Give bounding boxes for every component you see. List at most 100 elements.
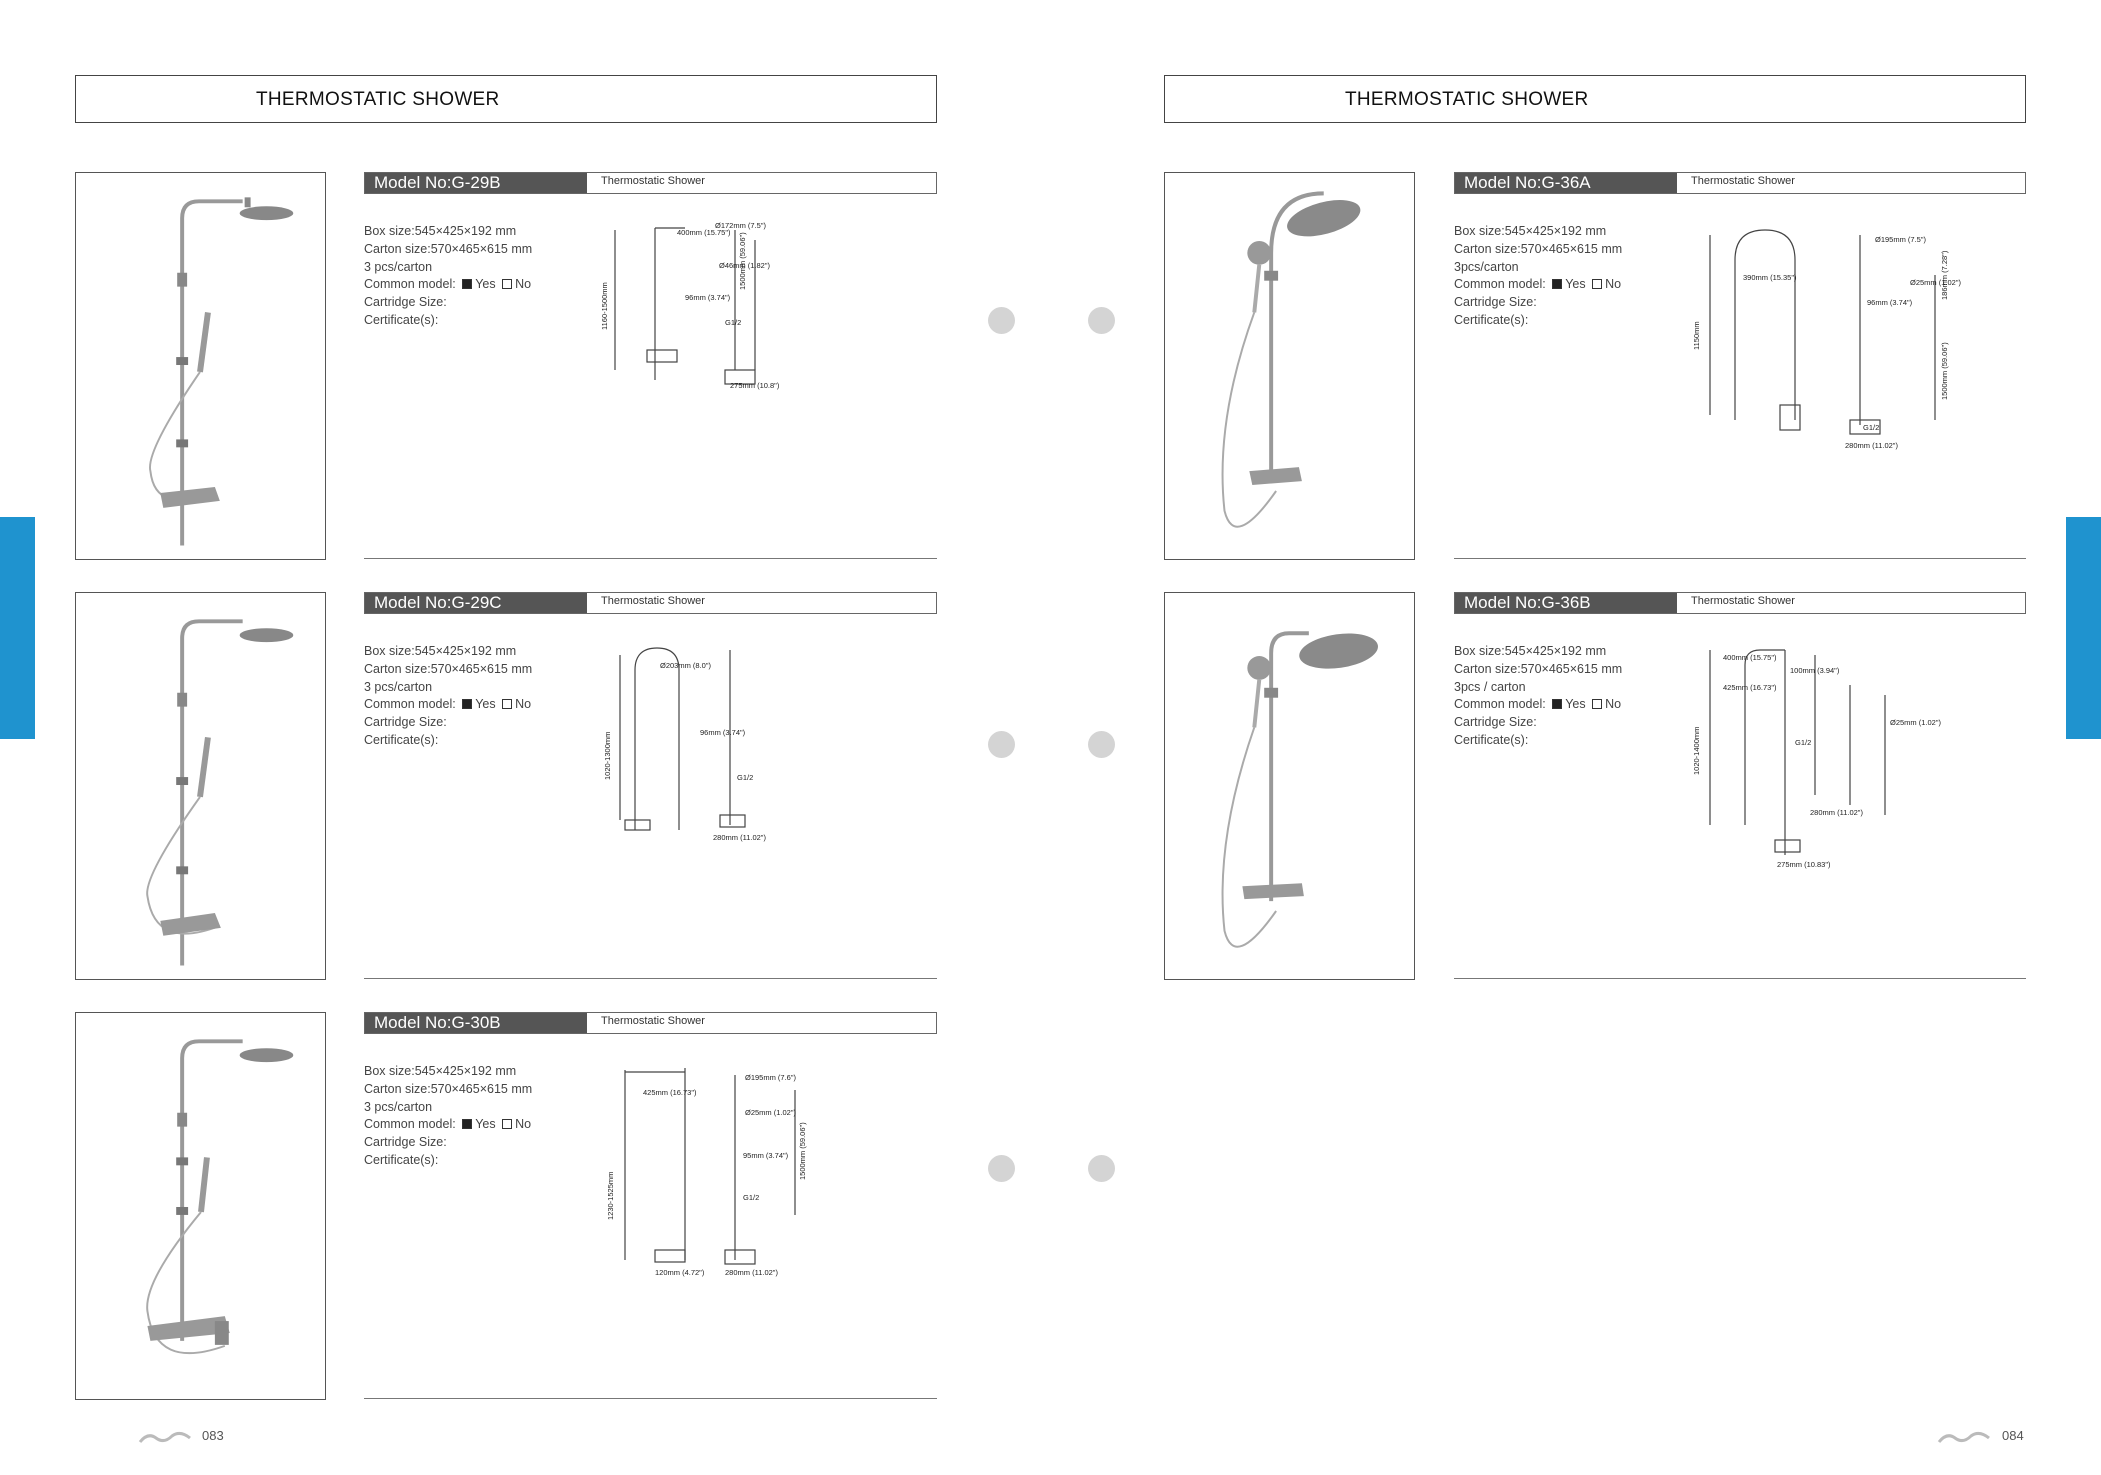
specs-g30b: Box size:545×425×192 mm Carton size:570×… [364,1064,533,1167]
decorative-dot [988,307,1015,334]
product-photo-g36a [1164,172,1415,560]
specs-g29b: Box size:545×425×192 mm Carton size:570×… [364,224,533,327]
model-bar-g29c: Model No:G-29C Thermostatic Shower [364,592,937,614]
decorative-dot [1088,1155,1115,1182]
shower-column-image [1221,631,1378,948]
dim-label: 1500mm (59.06") [738,232,747,290]
product-photo-g29c [75,592,326,980]
dim-label: Ø46mm (1.82") [719,261,771,270]
shower-column-image [146,619,294,966]
no-checkbox [502,699,513,710]
dim-label: 280mm (11.02") [1845,441,1898,450]
dim-label: Ø25mm (1.02") [1890,718,1942,727]
page-number-left: 083 [202,1428,224,1443]
yes-checkbox [462,279,473,290]
no-checkbox [502,279,513,290]
dim-label: 120mm (4.72") [655,1268,705,1277]
dim-label: Ø25mm (1.02") [1910,278,1962,287]
shower-column-image [1221,191,1361,528]
model-bar-g30b: Model No:G-30B Thermostatic Shower [364,1012,937,1034]
no-checkbox [1592,699,1603,710]
dim-label: G1/2 [737,773,753,782]
dim-label: 425mm (16.73") [1723,683,1777,692]
dim-label: Ø172mm (7.5") [715,221,767,230]
product-photo-g30b [75,1012,326,1400]
model-number: Model No:G-36B [1455,593,1677,613]
dim-label: Ø203mm (8.0") [660,661,712,670]
section-divider [364,558,937,559]
dim-label: G1/2 [1863,423,1879,432]
dim-label: G1/2 [743,1193,759,1202]
dim-label: 400mm (15.75") [1723,653,1777,662]
decorative-dot [1088,731,1115,758]
dim-label: 1150mm [1692,321,1701,350]
section-divider [1454,978,2026,979]
dim-label: 1230-1525mm [606,1172,615,1220]
dim-label: 1020-1300mm [603,732,612,780]
dim-label: 280mm (11.02") [713,833,766,842]
dim-label: 280mm (11.02") [725,1268,778,1277]
dim-label: Ø195mm (7.6") [745,1073,797,1082]
specs-g36b: Box size:545×425×192 mm Carton size:570×… [1454,644,1623,747]
section-divider [364,1398,937,1399]
yes-checkbox [1552,279,1563,290]
section-divider [1454,558,2026,559]
decorative-dot [1088,307,1115,334]
product-photo-g36b [1164,592,1415,980]
technical-drawing-g29b: 400mm (15.75") Ø172mm (7.5") Ø46mm (1.82… [600,221,780,390]
yes-checkbox [462,1119,473,1130]
model-bar-g36a: Model No:G-36A Thermostatic Shower [1454,172,2026,194]
technical-drawing-g36a: Ø195mm (7.5") 390mm (15.35") 96mm (3.74"… [1692,229,1962,450]
left-page-header: THERMOSTATIC SHOWER [75,75,937,123]
dim-label: 96mm (3.74") [1867,298,1913,307]
shower-column-image [146,1039,294,1355]
technical-drawing-g30b: 425mm (16.73") Ø195mm (7.6") Ø25mm (1.02… [606,1068,807,1277]
dim-label: 1500mm (59.06") [1940,342,1949,400]
product-type: Thermostatic Shower [1691,175,1795,187]
brand-logo [138,1431,191,1443]
product-photo-g29b [75,172,326,560]
dim-label: 400mm (15.75") [677,228,731,237]
model-number: Model No:G-29C [365,593,587,613]
right-side-tab [2066,517,2101,739]
model-bar-g36b: Model No:G-36B Thermostatic Shower [1454,592,2026,614]
technical-drawing-g36b: 400mm (15.75") 425mm (16.73") 100mm (3.9… [1692,649,1942,869]
product-type: Thermostatic Shower [601,595,705,607]
dim-label: 275mm (10.83") [1777,860,1831,869]
right-page-title: THERMOSTATIC SHOWER [1345,89,1589,110]
dim-label: G1/2 [725,318,741,327]
left-page-title: THERMOSTATIC SHOWER [256,89,500,110]
product-type: Thermostatic Shower [601,175,705,187]
shower-column-image [149,197,294,546]
dim-label: 275mm (10.8") [730,381,780,390]
dim-label: 96mm (3.74") [685,293,731,302]
yes-checkbox [1552,699,1563,710]
specs-g29c: Box size:545×425×192 mm Carton size:570×… [364,644,533,747]
dim-label: 390mm (15.35") [1743,273,1797,282]
technical-drawing-g29c: Ø203mm (8.0") 96mm (3.74") G1/2 280mm (1… [603,647,766,842]
section-divider [364,978,937,979]
model-bar-g29b: Model No:G-29B Thermostatic Shower [364,172,937,194]
dim-label: 280mm (11.02") [1810,808,1863,817]
model-number: Model No:G-36A [1455,173,1677,193]
product-type: Thermostatic Shower [1691,595,1795,607]
dim-label: 186mm (7.28") [1940,250,1949,300]
model-number: Model No:G-29B [365,173,587,193]
specs-g36a: Box size:545×425×192 mm Carton size:570×… [1454,224,1623,327]
dim-label: 1020-1400mm [1692,727,1701,775]
dim-label: 96mm (3.74") [700,728,746,737]
no-checkbox [502,1119,513,1130]
dim-label: 425mm (16.73") [643,1088,697,1097]
dim-label: Ø25mm (1.02") [745,1108,797,1117]
no-checkbox [1592,279,1603,290]
right-page-header: THERMOSTATIC SHOWER [1164,75,2026,123]
dim-label: 1160-1500mm [600,282,609,330]
dim-label: G1/2 [1795,738,1811,747]
dim-label: 95mm (3.74") [743,1151,789,1160]
decorative-dot [988,731,1015,758]
decorative-dot [988,1155,1015,1182]
dim-label: 1500mm (59.06") [798,1122,807,1180]
left-side-tab [0,517,35,739]
dim-label: 100mm (3.94") [1790,666,1840,675]
product-type: Thermostatic Shower [601,1015,705,1027]
